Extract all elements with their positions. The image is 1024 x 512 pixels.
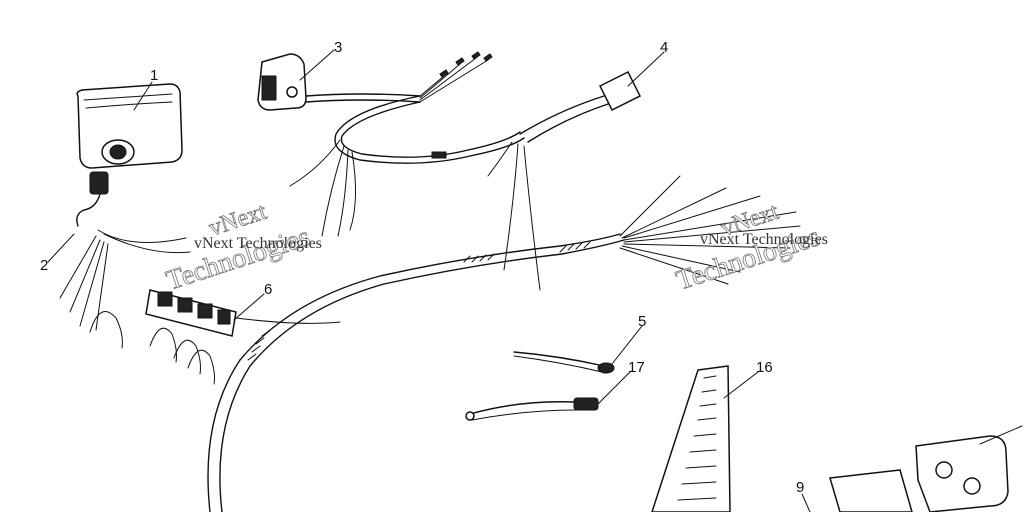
callout-9: 9 [796,479,804,496]
watermark-right: vNext Technologies vNext Technologies [672,198,828,297]
switch-part [257,51,493,111]
jumper-wires [89,311,215,385]
relay-block-part [145,289,341,337]
bracket-part [829,425,1023,512]
watermark-left-brand: vNext Technologies [194,235,322,252]
callout-3: 3 [334,39,342,56]
callout-5: 5 [638,313,646,330]
lead-part-5 [513,351,615,374]
callout-17: 17 [628,359,645,376]
connector-part [519,70,642,143]
headlight-part [76,83,183,227]
watermark-left: vNext Technologies vNext Technologies [162,198,322,297]
callout-leaders [47,49,811,512]
watermark-right-brand: vNext Technologies [700,231,828,248]
callout-1: 1 [150,67,158,84]
upper-loop-harness [289,95,541,291]
callout-4: 4 [660,39,668,56]
callout-6: 6 [264,281,272,298]
fuse-panel-part [651,365,731,512]
callout-16: 16 [756,359,773,376]
main-harness [59,175,801,512]
callout-2: 2 [40,257,48,274]
watermark-left-word-a: vNext [206,199,270,242]
lead-part-17 [465,397,599,421]
